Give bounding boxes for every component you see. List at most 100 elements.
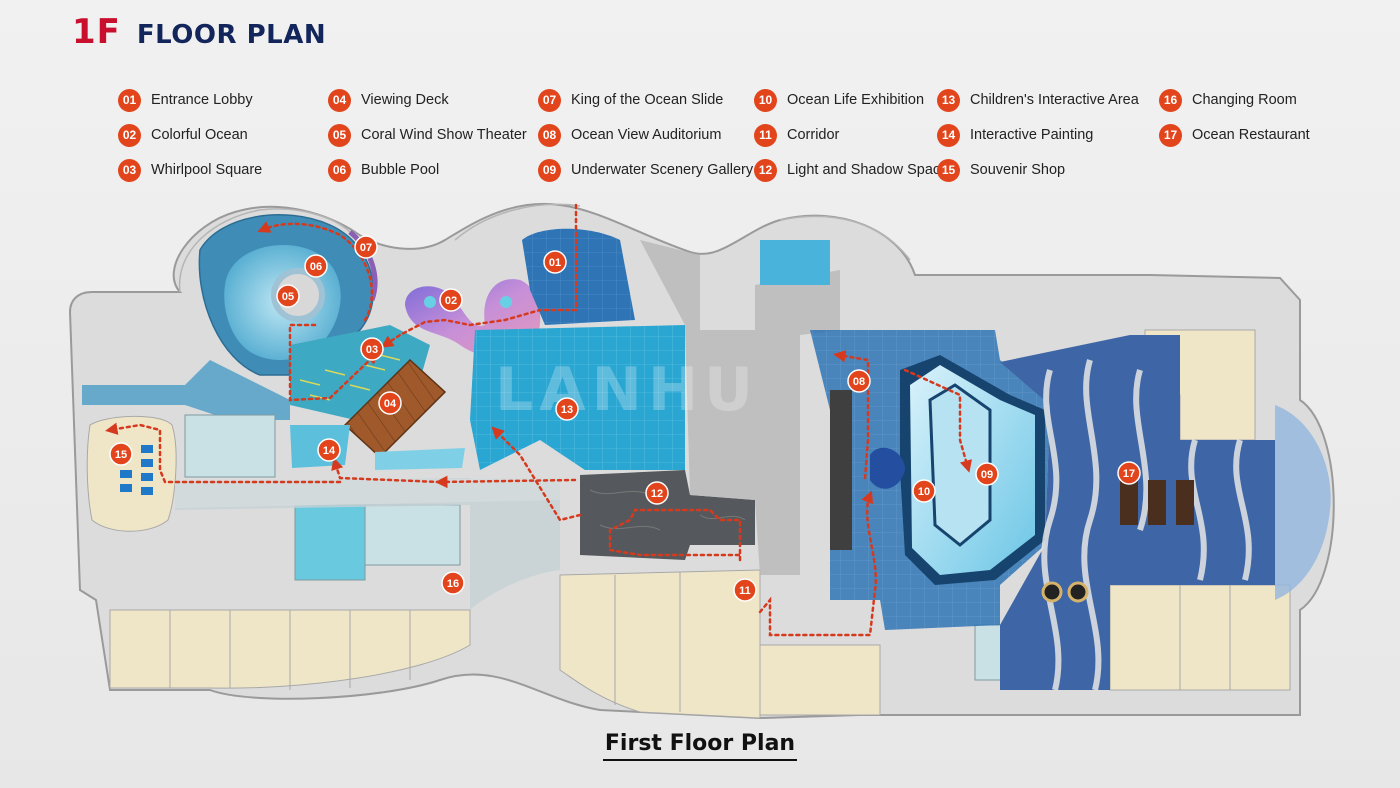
legend-number-badge: 16 (1159, 88, 1182, 112)
map-marker-circle (360, 337, 384, 361)
map-marker-14: 14 (317, 438, 341, 462)
map-marker-number: 16 (447, 578, 459, 590)
legend-label: Whirlpool Square (151, 162, 263, 178)
legend-item-09: 09 Underwater Scenery Gallery (538, 156, 754, 184)
legend-label: Entrance Lobby (151, 92, 253, 108)
legend-number-badge: 09 (538, 158, 561, 182)
legend-number-badge: 06 (328, 158, 351, 182)
map-marker-circle (109, 442, 133, 466)
legend-label: Children's Interactive Area (970, 92, 1139, 108)
childrens-interactive-area (470, 325, 685, 470)
tour-route (105, 203, 972, 637)
map-marker-circle (555, 397, 579, 421)
shop-strip-right (1109, 584, 1291, 691)
map-marker-number: 03 (366, 344, 378, 356)
map-marker-15: 15 (109, 442, 133, 466)
map-marker-10: 10 (912, 479, 936, 503)
map-marker-05: 05 (276, 284, 300, 308)
legend-label: Corridor (787, 127, 840, 143)
map-marker-circle (441, 571, 465, 595)
legend-item-02: 02 Colorful Ocean (118, 121, 328, 149)
legend-item-17: 17 Ocean Restaurant (1159, 121, 1310, 149)
map-marker-13: 13 (555, 397, 579, 421)
map-marker-number: 14 (323, 445, 336, 457)
map-marker-number: 08 (853, 376, 865, 388)
legend-item-06: 06 Bubble Pool (328, 156, 538, 184)
map-marker-circle (912, 479, 936, 503)
legend-item-05: 05 Coral Wind Show Theater (328, 121, 538, 149)
legend-item-16: 16 Changing Room (1159, 86, 1309, 114)
legend-number-badge: 14 (937, 123, 960, 147)
legend-number-badge: 02 (118, 123, 141, 147)
legend-label: Colorful Ocean (151, 127, 248, 143)
legend-number-badge: 17 (1159, 123, 1182, 147)
page-title: 1F FLOOR PLAN (72, 12, 326, 52)
map-marker-circle (317, 438, 341, 462)
floor-plan-heading: FLOOR PLAN (136, 20, 327, 50)
map-marker-number: 10 (918, 486, 930, 498)
legend-label: Ocean Life Exhibition (787, 92, 925, 108)
legend-label: Viewing Deck (361, 92, 449, 108)
legend-item-01: 01 Entrance Lobby (118, 86, 328, 114)
legend-item-14: 14 Interactive Painting (937, 121, 1159, 149)
legend-label: Souvenir Shop (970, 162, 1066, 178)
map-marker-circle (975, 462, 999, 486)
map-marker-circle (543, 250, 567, 274)
map-marker-number: 17 (1123, 468, 1135, 480)
legend-item-08: 08 Ocean View Auditorium (538, 121, 754, 149)
map-marker-number: 11 (739, 585, 751, 597)
map-marker-number: 05 (282, 291, 294, 303)
map-marker-09: 09 (975, 462, 999, 486)
legend-item-11: 11 Corridor (754, 121, 937, 149)
map-marker-circle (354, 235, 378, 259)
map-marker-number: 09 (981, 469, 993, 481)
map-marker-circle (847, 369, 871, 393)
legend-number-badge: 07 (538, 88, 561, 112)
legend-number-badge: 12 (754, 158, 777, 182)
map-marker-number: 02 (445, 295, 457, 307)
legend-number-badge: 11 (754, 123, 777, 147)
legend-label: Bubble Pool (361, 162, 440, 178)
map-marker-07: 07 (354, 235, 378, 259)
map-marker-12: 12 (645, 481, 669, 505)
map-marker-08: 08 (847, 369, 871, 393)
map-marker-16: 16 (441, 571, 465, 595)
legend-label: Light and Shadow Space (787, 162, 949, 178)
map-marker-06: 06 (304, 254, 328, 278)
map-marker-circle (378, 391, 402, 415)
legend-number-badge: 08 (538, 123, 561, 147)
legend-number-badge: 01 (118, 88, 141, 112)
legend-number-badge: 13 (937, 88, 960, 112)
map-caption: First Floor Plan (602, 731, 798, 761)
map-marker-circle (276, 284, 300, 308)
legend-label: Ocean Restaurant (1192, 127, 1310, 143)
map-marker-number: 12 (651, 488, 663, 500)
legend-item-13: 13 Children's Interactive Area (937, 86, 1159, 114)
pool-room (760, 240, 830, 285)
legend-label: Ocean View Auditorium (571, 127, 722, 143)
map-marker-number: 07 (360, 242, 372, 254)
map-marker-02: 02 (439, 288, 463, 312)
map-marker-number: 04 (384, 398, 397, 410)
map-caption-wrap: First Floor Plan (0, 731, 1400, 761)
legend-label: Coral Wind Show Theater (361, 127, 527, 143)
map-marker-circle (1117, 461, 1141, 485)
map-marker-01: 01 (543, 250, 567, 274)
legend-item-12: 12 Light and Shadow Space (754, 156, 948, 184)
legend-number-badge: 10 (754, 88, 777, 112)
watermark: LANHU (495, 355, 759, 425)
map-marker-number: 01 (549, 257, 561, 269)
map-marker-circle (733, 578, 757, 602)
map-marker-circle (645, 481, 669, 505)
legend-label: Interactive Painting (970, 127, 1094, 143)
legend-label: Changing Room (1192, 92, 1297, 108)
map-marker-04: 04 (378, 391, 402, 415)
legend-number-badge: 05 (328, 123, 351, 147)
legend-label: Underwater Scenery Gallery (571, 162, 754, 178)
